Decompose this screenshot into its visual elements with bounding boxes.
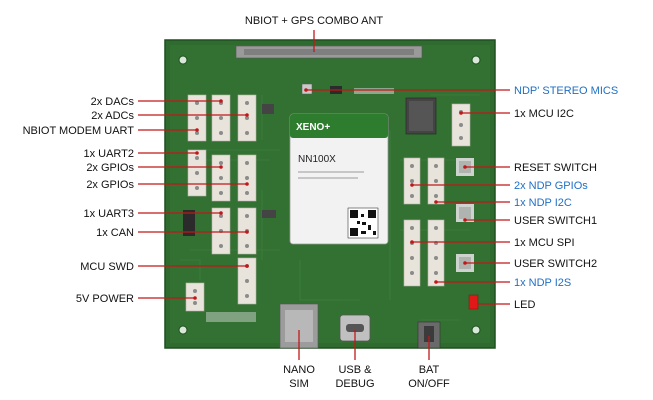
label-ndp-gpios: 2x NDP GPIOs: [514, 180, 588, 192]
usb-connector: [339, 314, 371, 342]
label-user-switch1: USER SWITCH1: [514, 215, 597, 227]
label-dacs: 2x DACs: [91, 96, 135, 108]
header-uart2: [187, 149, 207, 197]
leader-lines: [138, 30, 510, 360]
label-ndp-i2s: 1x NDP I2S: [514, 277, 571, 289]
mcu-chip: [405, 97, 437, 135]
header-gpios-2: [237, 154, 257, 202]
header-nbiot-uart: [187, 94, 207, 142]
label-nano-sim-line1: NANO: [283, 364, 315, 376]
header-ndp-i2s: [427, 219, 445, 287]
header-ndp-gpios: [403, 157, 421, 205]
label-adcs: 2x ADCs: [91, 110, 134, 122]
nn100x-module: XENO+ NN100X: [289, 113, 389, 245]
header-mcu-i2c: [451, 103, 471, 147]
label-mcu-i2c: 1x MCU I2C: [514, 108, 574, 120]
qr-code: [347, 207, 379, 239]
label-can: 1x CAN: [96, 227, 134, 239]
battery-switch: [417, 321, 441, 349]
label-stereo-mics: NDP' STEREO MICS: [514, 85, 618, 97]
label-gpios-1: 2x GPIOs: [86, 162, 134, 174]
label-nano-sim-line2: SIM: [289, 378, 309, 390]
label-led: LED: [514, 299, 535, 311]
label-bat-line2: ON/OFF: [408, 378, 450, 390]
label-mcu-spi: 1x MCU SPI: [514, 237, 575, 249]
label-mcu-swd: MCU SWD: [80, 261, 134, 273]
header-gpios-1: [211, 154, 231, 202]
header-dacs: [211, 94, 231, 142]
label-gpios-2: 2x GPIOs: [86, 179, 134, 191]
label-bat-line1: BAT: [419, 364, 440, 376]
header-mcu-spi: [403, 219, 421, 287]
led-part: [468, 294, 479, 310]
header-uart3: [211, 207, 231, 255]
label-5v-power: 5V POWER: [76, 293, 134, 305]
module-brand: XENO+: [296, 122, 330, 133]
label-nbiot-uart: NBIOT MODEM UART: [23, 125, 135, 137]
title-antenna: NBIOT + GPS COMBO ANT: [245, 15, 384, 27]
label-uart3: 1x UART3: [83, 208, 134, 220]
label-uart2: 1x UART2: [83, 148, 134, 160]
header-ndp-i2c: [427, 157, 445, 205]
user-switch1-part: [456, 204, 474, 222]
label-ndp-i2c: 1x NDP I2C: [514, 197, 572, 209]
label-reset-switch: RESET SWITCH: [514, 162, 597, 174]
label-usb-line2: DEBUG: [335, 378, 374, 390]
module-model: NN100X: [298, 154, 336, 165]
label-usb-line1: USB &: [338, 364, 372, 376]
header-adcs: [237, 94, 257, 142]
label-user-switch2: USER SWITCH2: [514, 258, 597, 270]
